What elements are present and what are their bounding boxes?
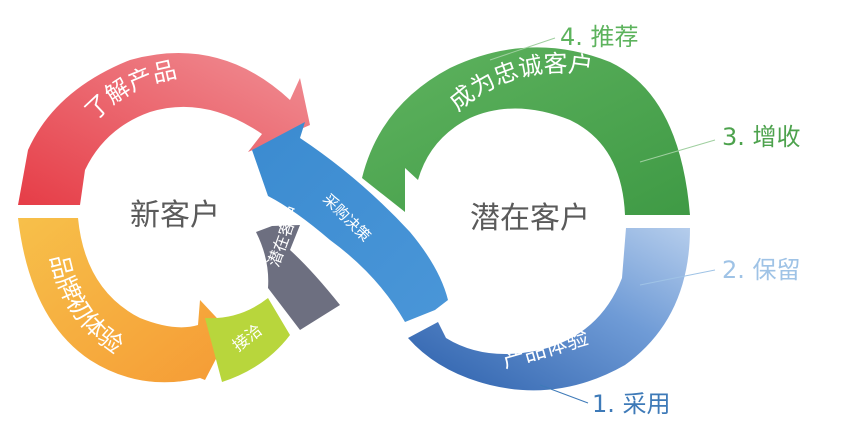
callout-adoption: 1. 采用 — [592, 390, 671, 418]
callout-line-1 — [539, 384, 589, 404]
callout-line-2 — [639, 269, 716, 286]
callout-retention: 2. 保留 — [722, 256, 801, 284]
segment-understand-product — [18, 53, 310, 205]
bridge-purchase-decision — [252, 122, 448, 322]
center-label-new-customer: 新客户 — [130, 198, 220, 233]
callout-referral: 4. 推荐 — [560, 23, 639, 51]
callout-line-4 — [489, 37, 556, 61]
callout-line-3 — [639, 139, 716, 163]
segment-product-experience — [408, 228, 690, 391]
segment-loyal-customer — [362, 47, 690, 215]
segment-prospect — [256, 225, 340, 330]
segment-brand-experience — [18, 218, 230, 383]
callout-revenue: 3. 增收 — [722, 123, 801, 151]
segment-contact — [205, 298, 290, 382]
center-label-prospect: 潜在客户 — [470, 201, 590, 236]
